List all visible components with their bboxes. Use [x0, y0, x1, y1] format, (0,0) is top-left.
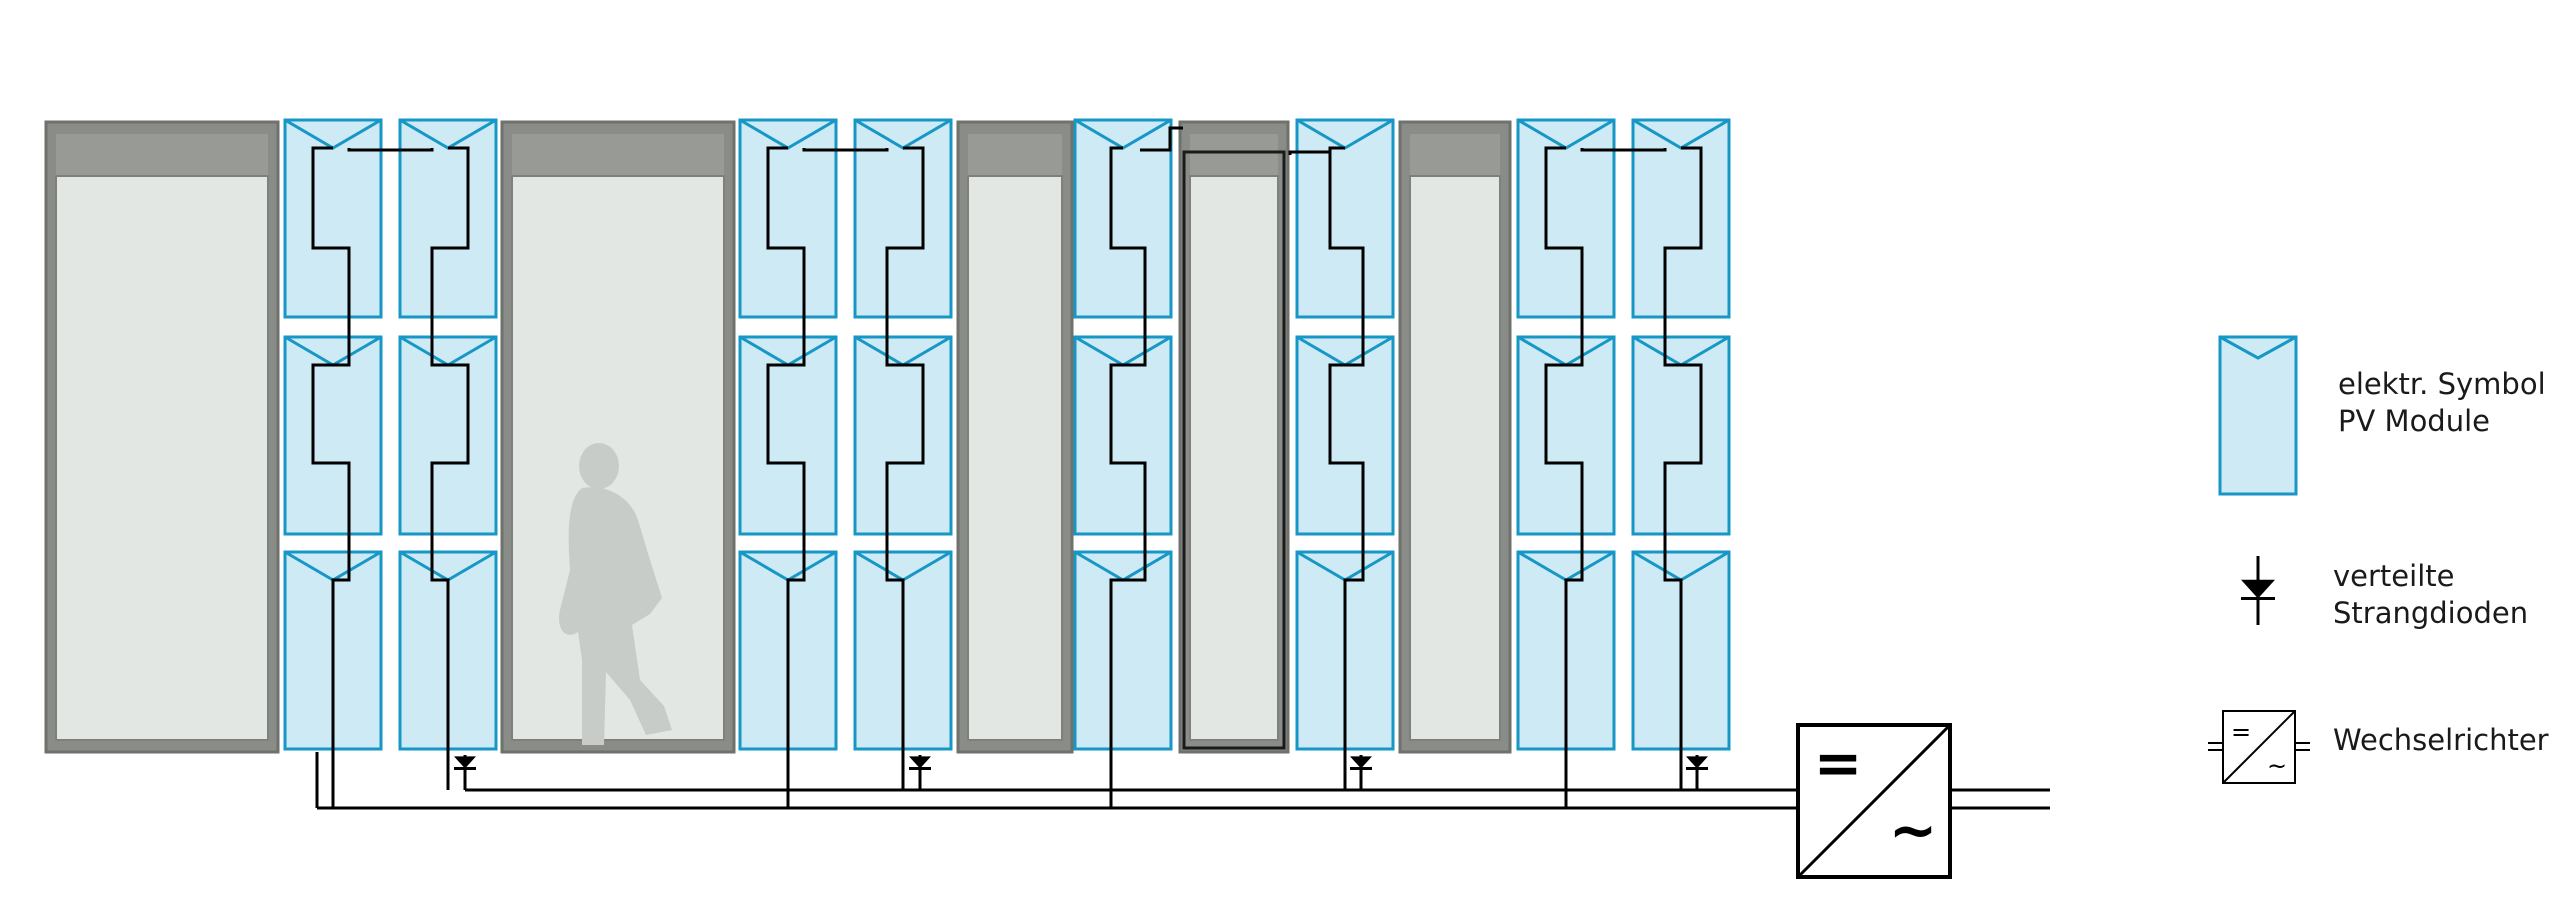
string-wire: [766, 146, 806, 808]
pv-module-body: [1295, 118, 1395, 319]
window-panel: [44, 120, 280, 754]
pv-module-body: [1073, 335, 1173, 536]
diode-triangle: [1686, 756, 1708, 769]
diode-symbol: [1686, 756, 1708, 770]
string-wire: [1328, 146, 1365, 790]
legend-inverter-diagonal: [2222, 710, 2296, 784]
legend-inverter-dc: =: [2231, 718, 2251, 746]
legend-diode-line1: verteilte: [2333, 559, 2455, 593]
window-inner-outline: [1182, 150, 1286, 750]
string-wire: [311, 146, 351, 808]
pv-module: [283, 118, 383, 319]
diode-symbol: [1350, 756, 1372, 770]
window-panel: [956, 120, 1074, 754]
walking-person-silhouette: [559, 443, 672, 745]
inverter-dc-symbol: =: [1814, 729, 1863, 797]
legend-pv-module-line2: PV Module: [2338, 404, 2490, 438]
pv-module: [283, 335, 383, 536]
pv-module-body: [1295, 335, 1395, 536]
window-header: [56, 134, 268, 176]
pv-module-body: [283, 118, 383, 319]
window-glass: [967, 175, 1063, 741]
legend-pv-module-icon: [2218, 335, 2298, 496]
inverter-symbol: =~: [1796, 723, 1952, 879]
string-bridge-wire: [347, 148, 434, 152]
pv-module-body: [1631, 335, 1731, 536]
legend-inverter-label: Wechselrichter: [2333, 722, 2549, 759]
window-header: [968, 134, 1062, 176]
person-head: [579, 443, 619, 489]
pv-module-body: [853, 335, 953, 536]
window-header: [1190, 134, 1278, 176]
legend-diode-icon: [2241, 556, 2275, 625]
string-bridge-wire: [802, 148, 889, 152]
window-header: [1410, 134, 1500, 176]
pv-module-body: [738, 118, 838, 319]
pv-module: [853, 335, 953, 536]
legend-icons: =~: [2208, 335, 2310, 784]
pv-module: [738, 118, 838, 319]
pv-module-body: [1631, 118, 1731, 319]
diode-triangle: [2241, 579, 2275, 599]
pv-module: [398, 335, 498, 536]
diode-triangle: [454, 756, 476, 769]
pv-module-body: [283, 335, 383, 536]
window-glass: [55, 175, 269, 741]
pv-module-body: [1073, 550, 1173, 751]
string-wire: [1288, 150, 1330, 155]
pv-module: [1631, 335, 1731, 536]
legend-diode-line2: Strangdioden: [2333, 596, 2529, 630]
diode-triangle: [909, 756, 931, 769]
inverter-diagonal: [1796, 723, 1952, 879]
diode-symbol: [909, 756, 931, 770]
string-diodes: [454, 756, 1708, 770]
inverter-ac-symbol: ~: [1889, 796, 1938, 864]
string-wire: [885, 146, 925, 790]
pv-module-body: [1073, 118, 1173, 319]
pv-module-body: [738, 335, 838, 536]
string-wire: [1544, 146, 1584, 808]
pv-module: [1516, 335, 1616, 536]
pv-module-body: [398, 335, 498, 536]
legend-pv-module-label: elektr. Symbol PV Module: [2338, 366, 2546, 440]
pv-module-body: [1516, 335, 1616, 536]
pv-module-body: [1516, 118, 1616, 319]
wiring: [311, 126, 2050, 810]
legend-pv-module-chevron: [2219, 335, 2297, 360]
string-bridge-wire: [1580, 148, 1667, 152]
legend-pv-module-body: [2218, 335, 2298, 496]
diode-symbol: [2241, 579, 2275, 600]
window-header: [512, 134, 724, 176]
window-panel: [1398, 120, 1512, 754]
legend-inverter-ac: ~: [2267, 752, 2287, 780]
window-glass: [1189, 175, 1279, 741]
legend-inverter-icon: =~: [2208, 710, 2310, 784]
pv-module-body: [853, 118, 953, 319]
string-wire: [430, 146, 470, 790]
legend-diode-label: verteilte Strangdioden: [2333, 558, 2528, 632]
pv-module: [1295, 335, 1395, 536]
person-body: [559, 487, 672, 745]
diode-triangle: [1350, 756, 1372, 769]
pv-module: [1073, 335, 1173, 536]
legend-pv-module-line1: elektr. Symbol: [2338, 367, 2546, 401]
string-wire: [1140, 126, 1183, 152]
pv-module: [1073, 550, 1173, 751]
pv-module: [853, 118, 953, 319]
window-glass: [1409, 175, 1501, 741]
window-panel: [1178, 120, 1290, 754]
pv-module-body: [398, 118, 498, 319]
legend-inverter-line1: Wechselrichter: [2333, 723, 2549, 757]
pv-module: [1295, 118, 1395, 319]
pv-module: [1516, 118, 1616, 319]
string-wire: [1109, 146, 1147, 808]
string-wire: [1663, 146, 1703, 790]
pv-module: [738, 335, 838, 536]
diode-symbol: [454, 756, 476, 770]
pv-module: [1631, 118, 1731, 319]
